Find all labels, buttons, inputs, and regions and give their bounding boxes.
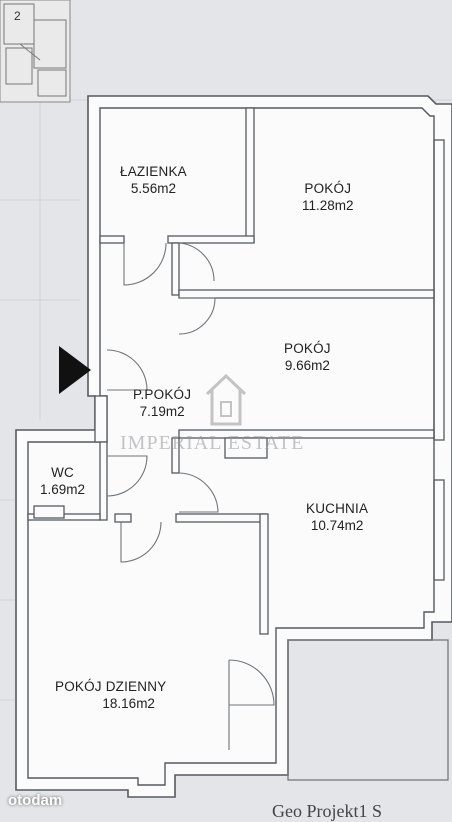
room-label-pokoj-1: POKÓJ 11.28m2 (302, 180, 354, 214)
room-area: 18.16m2 (102, 696, 155, 711)
room-area: 9.66m2 (284, 358, 330, 373)
key-plan (0, 0, 71, 103)
room-label-kuchnia: KUCHNIA 10.74m2 (306, 500, 368, 534)
room-name: P.POKÓJ (133, 387, 192, 402)
sheet-number: 2 (14, 9, 21, 23)
room-label-przedpokoj: P.POKÓJ 7.19m2 (133, 386, 191, 420)
room-name: KUCHNIA (306, 501, 369, 516)
room-name: ŁAZIENKA (120, 164, 187, 179)
room-area: 11.28m2 (302, 198, 354, 213)
room-label-pokoj-2: POKÓJ 9.66m2 (284, 340, 331, 374)
room-name: WC (51, 465, 74, 480)
site-logo: otodam (8, 792, 63, 809)
room-area: 7.19m2 (139, 404, 185, 419)
door-swings (106, 242, 275, 750)
room-name: POKÓJ (284, 341, 331, 356)
room-label-pokoj-dzienny: POKÓJ DZIENNY 18.16m2 (55, 678, 166, 712)
room-area: 5.56m2 (130, 181, 176, 196)
watermark-text: IMPERIAL ESTATE (120, 432, 305, 454)
room-label-wc: WC 1.69m2 (40, 464, 85, 498)
partition-walls (27, 107, 449, 781)
watermark-house-icon (205, 373, 247, 426)
room-area: 10.74m2 (310, 518, 364, 533)
drawing-title-text: Geo Projekt1 S (272, 801, 382, 821)
room-label-lazienka: ŁAZIENKA 5.56m2 (120, 163, 187, 197)
room-name: POKÓJ (304, 181, 352, 196)
entrance-arrow-icon (59, 346, 91, 394)
room-name: POKÓJ DZIENNY (55, 679, 167, 694)
room-area: 1.69m2 (40, 482, 86, 497)
